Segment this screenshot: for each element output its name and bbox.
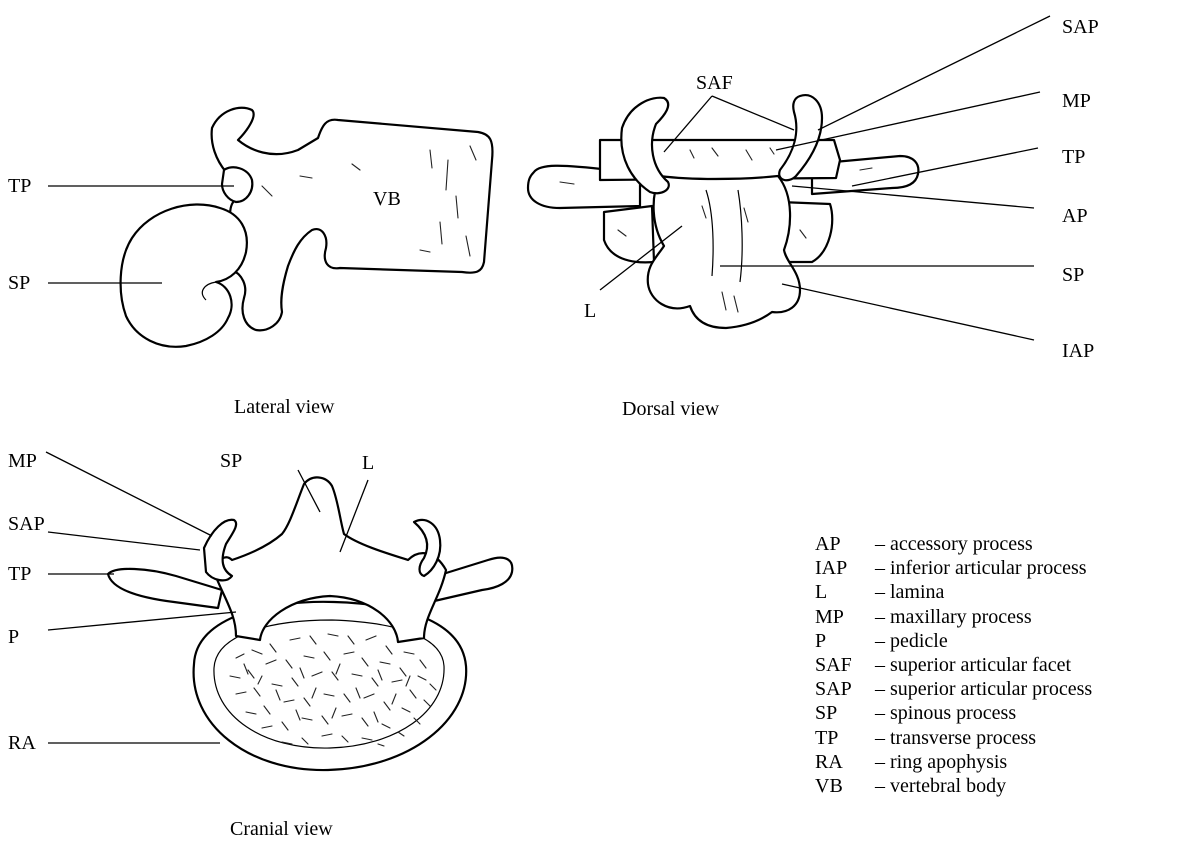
legend-desc: – ring apophysis: [875, 750, 1007, 774]
legend-abbr: MP: [815, 605, 875, 629]
legend-abbr: P: [815, 629, 875, 653]
cranial-mp-label: MP: [8, 450, 37, 472]
legend-desc: – lamina: [875, 580, 944, 604]
dorsal-sp-label: SP: [1062, 264, 1084, 286]
cranial-view-caption: Cranial view: [230, 818, 333, 840]
legend-desc: – pedicle: [875, 629, 948, 653]
legend-row: SP – spinous process: [815, 701, 1092, 725]
legend-desc: – superior articular facet: [875, 653, 1071, 677]
lateral-vb-label: VB: [373, 188, 401, 210]
dorsal-mp-label: MP: [1062, 90, 1091, 112]
cranial-sap-label: SAP: [8, 513, 45, 535]
legend-desc: – inferior articular process: [875, 556, 1087, 580]
legend-row: TP – transverse process: [815, 726, 1092, 750]
legend-row: AP – accessory process: [815, 532, 1092, 556]
legend-desc: – transverse process: [875, 726, 1036, 750]
dorsal-tp-label: TP: [1062, 146, 1085, 168]
legend-row: L – lamina: [815, 580, 1092, 604]
legend-row: VB – vertebral body: [815, 774, 1092, 798]
legend-row: SAF – superior articular facet: [815, 653, 1092, 677]
legend-row: MP – maxillary process: [815, 605, 1092, 629]
legend-abbr: SAP: [815, 677, 875, 701]
legend-desc: – maxillary process: [875, 605, 1032, 629]
legend-desc: – vertebral body: [875, 774, 1006, 798]
legend-abbr: L: [815, 580, 875, 604]
dorsal-sap-label: SAP: [1062, 16, 1099, 38]
cranial-sp-label: SP: [220, 450, 242, 472]
lateral-view-caption: Lateral view: [234, 396, 335, 418]
legend-abbr: RA: [815, 750, 875, 774]
dorsal-saf-label: SAF: [696, 72, 733, 94]
dorsal-l-label: L: [584, 300, 596, 322]
legend-desc: – accessory process: [875, 532, 1033, 556]
cranial-ra-label: RA: [8, 732, 36, 754]
dorsal-iap-label: IAP: [1062, 340, 1094, 362]
abbreviation-legend: AP – accessory process IAP – inferior ar…: [815, 532, 1092, 798]
dorsal-view-caption: Dorsal view: [622, 398, 719, 420]
legend-abbr: VB: [815, 774, 875, 798]
cranial-tp-label: TP: [8, 563, 31, 585]
cranial-l-label: L: [362, 452, 374, 474]
dorsal-view-drawing: [528, 95, 918, 328]
lateral-tp-label: TP: [8, 175, 31, 197]
cranial-view-drawing: [108, 477, 512, 770]
lateral-view-drawing: [121, 108, 493, 347]
legend-row: IAP – inferior articular process: [815, 556, 1092, 580]
dorsal-ap-label: AP: [1062, 205, 1088, 227]
legend-abbr: AP: [815, 532, 875, 556]
legend-row: P – pedicle: [815, 629, 1092, 653]
cranial-p-label: P: [8, 626, 19, 648]
legend-row: SAP – superior articular process: [815, 677, 1092, 701]
legend-abbr: TP: [815, 726, 875, 750]
legend-abbr: IAP: [815, 556, 875, 580]
legend-desc: – superior articular process: [875, 677, 1092, 701]
legend-desc: – spinous process: [875, 701, 1016, 725]
lateral-sp-label: SP: [8, 272, 30, 294]
legend-abbr: SP: [815, 701, 875, 725]
legend-abbr: SAF: [815, 653, 875, 677]
legend-row: RA – ring apophysis: [815, 750, 1092, 774]
